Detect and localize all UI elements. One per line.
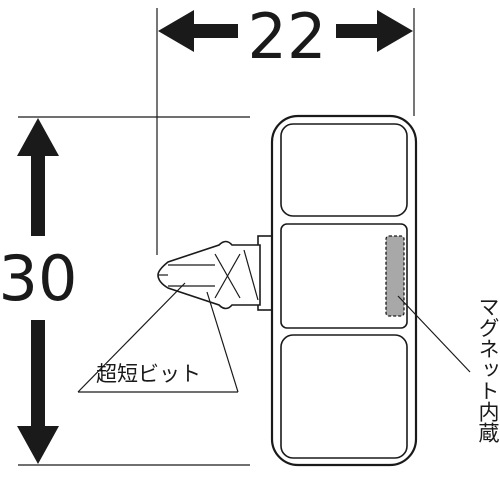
bit-facet-4	[214, 253, 241, 299]
bottom-window	[280, 334, 408, 459]
bit-label: 超短ビット	[96, 362, 201, 386]
bit-facet-5	[243, 249, 259, 301]
height-arrow-bottom	[17, 320, 59, 464]
width-arrow-left	[158, 10, 238, 52]
short-bit	[157, 240, 261, 310]
width-arrow-right	[336, 10, 413, 52]
height-value: 30	[0, 242, 77, 315]
bit-leader-line-1	[77, 282, 186, 393]
middle-section	[280, 223, 408, 329]
top-window	[280, 123, 408, 217]
height-dimension: 30	[0, 116, 250, 466]
height-arrow-top	[17, 118, 59, 236]
bit-callout: 超短ビット	[77, 282, 239, 393]
width-value: 22	[248, 0, 327, 73]
width-dimension: 22	[156, 0, 415, 255]
holder-body	[257, 114, 418, 467]
magnet	[385, 235, 405, 317]
magnet-callout: マグネット内蔵	[397, 295, 500, 443]
bit-leader-line-2	[206, 291, 239, 393]
magnet-leader-line	[397, 295, 471, 373]
magnet-label: マグネット内蔵	[476, 296, 500, 443]
